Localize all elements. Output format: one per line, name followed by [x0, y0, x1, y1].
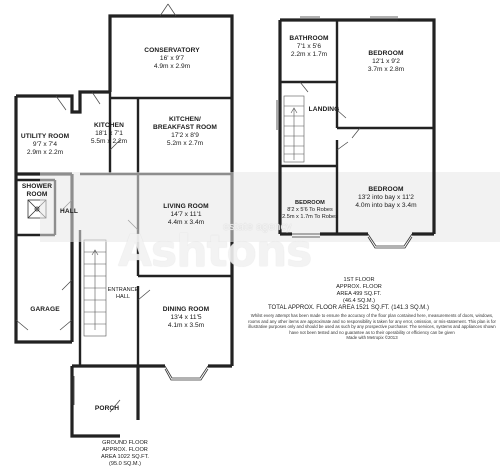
- first-floor-label: 1ST FLOOR APPROX. FLOOR AREA 499 SQ.FT. …: [336, 277, 382, 304]
- total-floor-area: TOTAL APPROX. FLOOR AREA 1521 SQ.FT. (14…: [268, 305, 429, 311]
- room-label-landing: LANDING: [308, 106, 340, 113]
- room-label-kitchen: KITCHEN 18'1 x 7'1 5.5m x 2.2m: [90, 122, 128, 145]
- room-label-bedroom-1: BEDROOM 12'1 x 9'2 3.7m x 2.8m: [367, 50, 405, 73]
- first-floor-walls: [276, 16, 436, 249]
- room-label-shower: SHOWER ROOM: [21, 183, 53, 198]
- room-label-conservatory: CONSERVATORY 16' x 9'7 4.9m x 2.9m: [144, 47, 200, 70]
- room-label-kitchen-breakfast: KITCHEN/ BREAKFAST ROOM 17'2 x 8'9 5.2m …: [152, 116, 218, 147]
- watermark-tagline: estate agency: [223, 221, 292, 233]
- room-label-hall: HALL: [60, 208, 78, 215]
- room-label-garage: GARAGE: [30, 306, 60, 313]
- watermark-band: [40, 172, 500, 242]
- watermark-brand: Ashtons: [118, 226, 312, 277]
- room-label-porch: PORCH: [94, 405, 120, 412]
- room-label-dining: DINING ROOM 13'4 x 11'5 4.1m x 3.5m: [162, 306, 210, 329]
- made-with-credit: Made with Metropix ©2013: [346, 335, 398, 340]
- disclaimer-text: Whilst every attempt has been made to en…: [246, 313, 498, 341]
- room-label-living: LIVING ROOM 14'7 x 11'1 4.4m x 3.4m: [163, 203, 209, 226]
- first-floor-stairs: [283, 95, 305, 163]
- room-label-entrance-hall: ENTRANCE HALL: [107, 287, 139, 300]
- room-label-utility: UTILITY ROOM 9'7 x 7'4 2.9m x 2.2m: [20, 133, 70, 156]
- room-label-bedroom-2: BEDROOM 8'2 x 5'6 To Robes 2.5m x 1.7m T…: [282, 200, 338, 220]
- ground-floor-label: GROUND FLOOR APPROX. FLOOR AREA 1022 SQ.…: [101, 440, 149, 467]
- disclaimer-body: Whilst every attempt has been made to en…: [248, 313, 496, 335]
- room-label-bathroom: BATHROOM 7'1 x 5'6 2.2m x 1.7m: [289, 35, 329, 58]
- room-label-bedroom-3: BEDROOM 13'2 into bay x 11'2 4.0m into b…: [355, 186, 417, 209]
- ground-floor-stairs: [83, 239, 107, 337]
